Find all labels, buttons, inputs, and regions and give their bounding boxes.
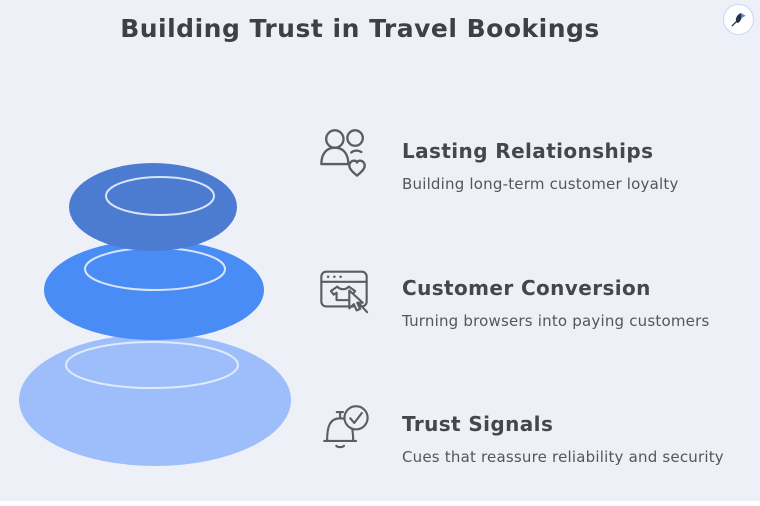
item-title: Lasting Relationships (402, 139, 654, 163)
bottom-stone (19, 334, 291, 466)
list-item-lasting-relationships: Lasting Relationships Building long-term… (317, 126, 679, 196)
bottom-stone-rim (65, 341, 239, 389)
people-heart-icon (320, 129, 366, 177)
logo-badge[interactable] (723, 4, 754, 35)
bottom-edge-strip (0, 501, 760, 506)
item-description: Building long-term customer loyalty (402, 175, 679, 193)
browser-tshirt-cursor-icon (320, 270, 369, 314)
list-item-trust-signals: Trust Signals Cues that reassure reliabi… (317, 399, 724, 469)
item-title: Customer Conversion (402, 276, 651, 300)
top-stone (69, 163, 237, 251)
pebble-stack (19, 163, 291, 466)
item-description: Turning browsers into paying customers (402, 312, 710, 330)
page-title: Building Trust in Travel Bookings (120, 14, 600, 43)
list-item-customer-conversion: Customer Conversion Turning browsers int… (317, 263, 709, 333)
pin-icon (731, 13, 746, 27)
bell-check-icon (323, 405, 369, 449)
item-title: Trust Signals (402, 412, 554, 436)
top-stone-rim (105, 176, 215, 216)
item-description: Cues that reassure reliability and secur… (402, 448, 724, 466)
